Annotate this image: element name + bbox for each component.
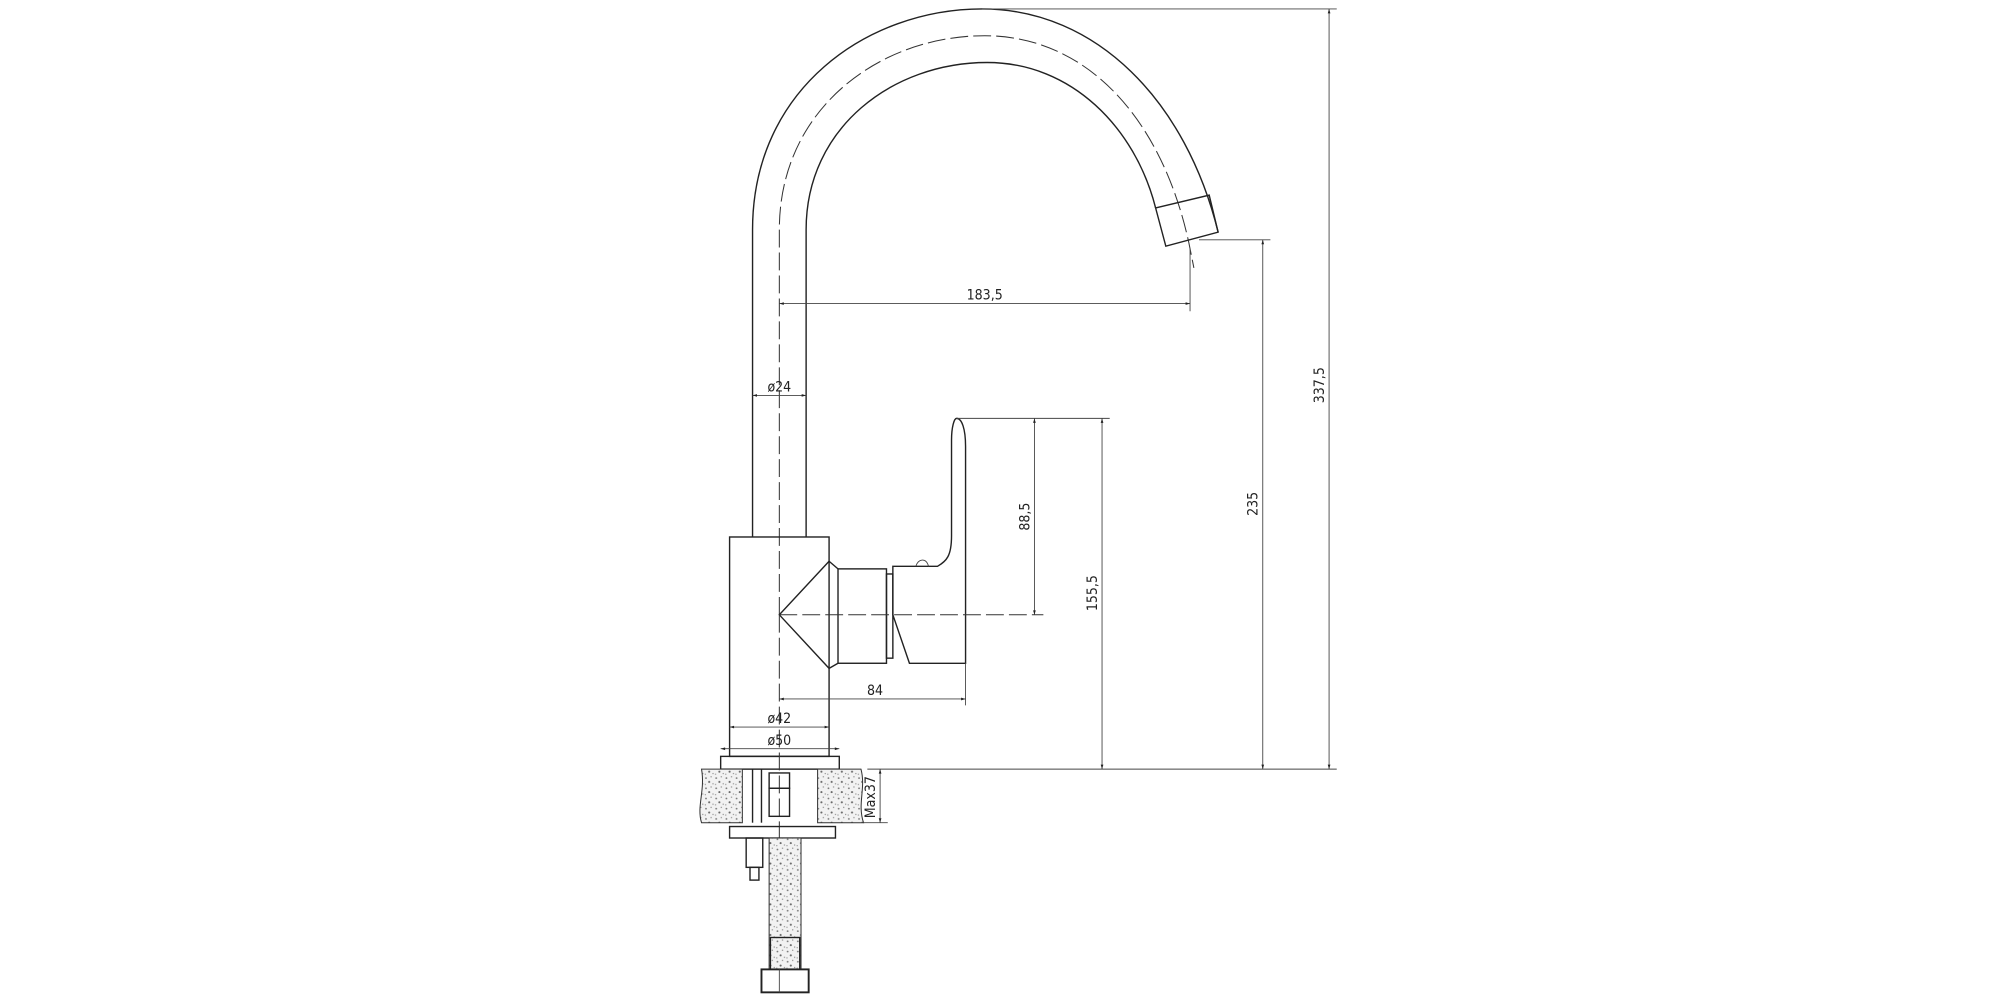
dim-max-countertop: Max37 xyxy=(863,776,879,818)
spout xyxy=(751,8,1219,615)
lever-handle xyxy=(892,417,967,664)
dim-spout-reach: 183,5 xyxy=(967,288,1003,304)
dim-flange-diameter: ø50 xyxy=(767,733,791,749)
extension-lines xyxy=(863,8,1337,824)
dim-total-height: 337,5 xyxy=(1312,367,1328,403)
dim-lever-height: 88,5 xyxy=(1017,503,1033,531)
supply-hose xyxy=(768,837,802,970)
dim-spout-diameter: ø24 xyxy=(767,380,791,396)
hose-nut xyxy=(760,968,810,994)
dim-body-diameter: ø42 xyxy=(767,711,791,727)
faucet-body xyxy=(719,536,894,770)
dim-lever-axis-height: 155,5 xyxy=(1085,575,1101,611)
countertop-mounting xyxy=(699,768,865,994)
dim-spout-outlet-height: 235 xyxy=(1246,492,1262,516)
dimension-lines xyxy=(720,8,1331,823)
dim-lever-projection: 84 xyxy=(867,683,883,699)
